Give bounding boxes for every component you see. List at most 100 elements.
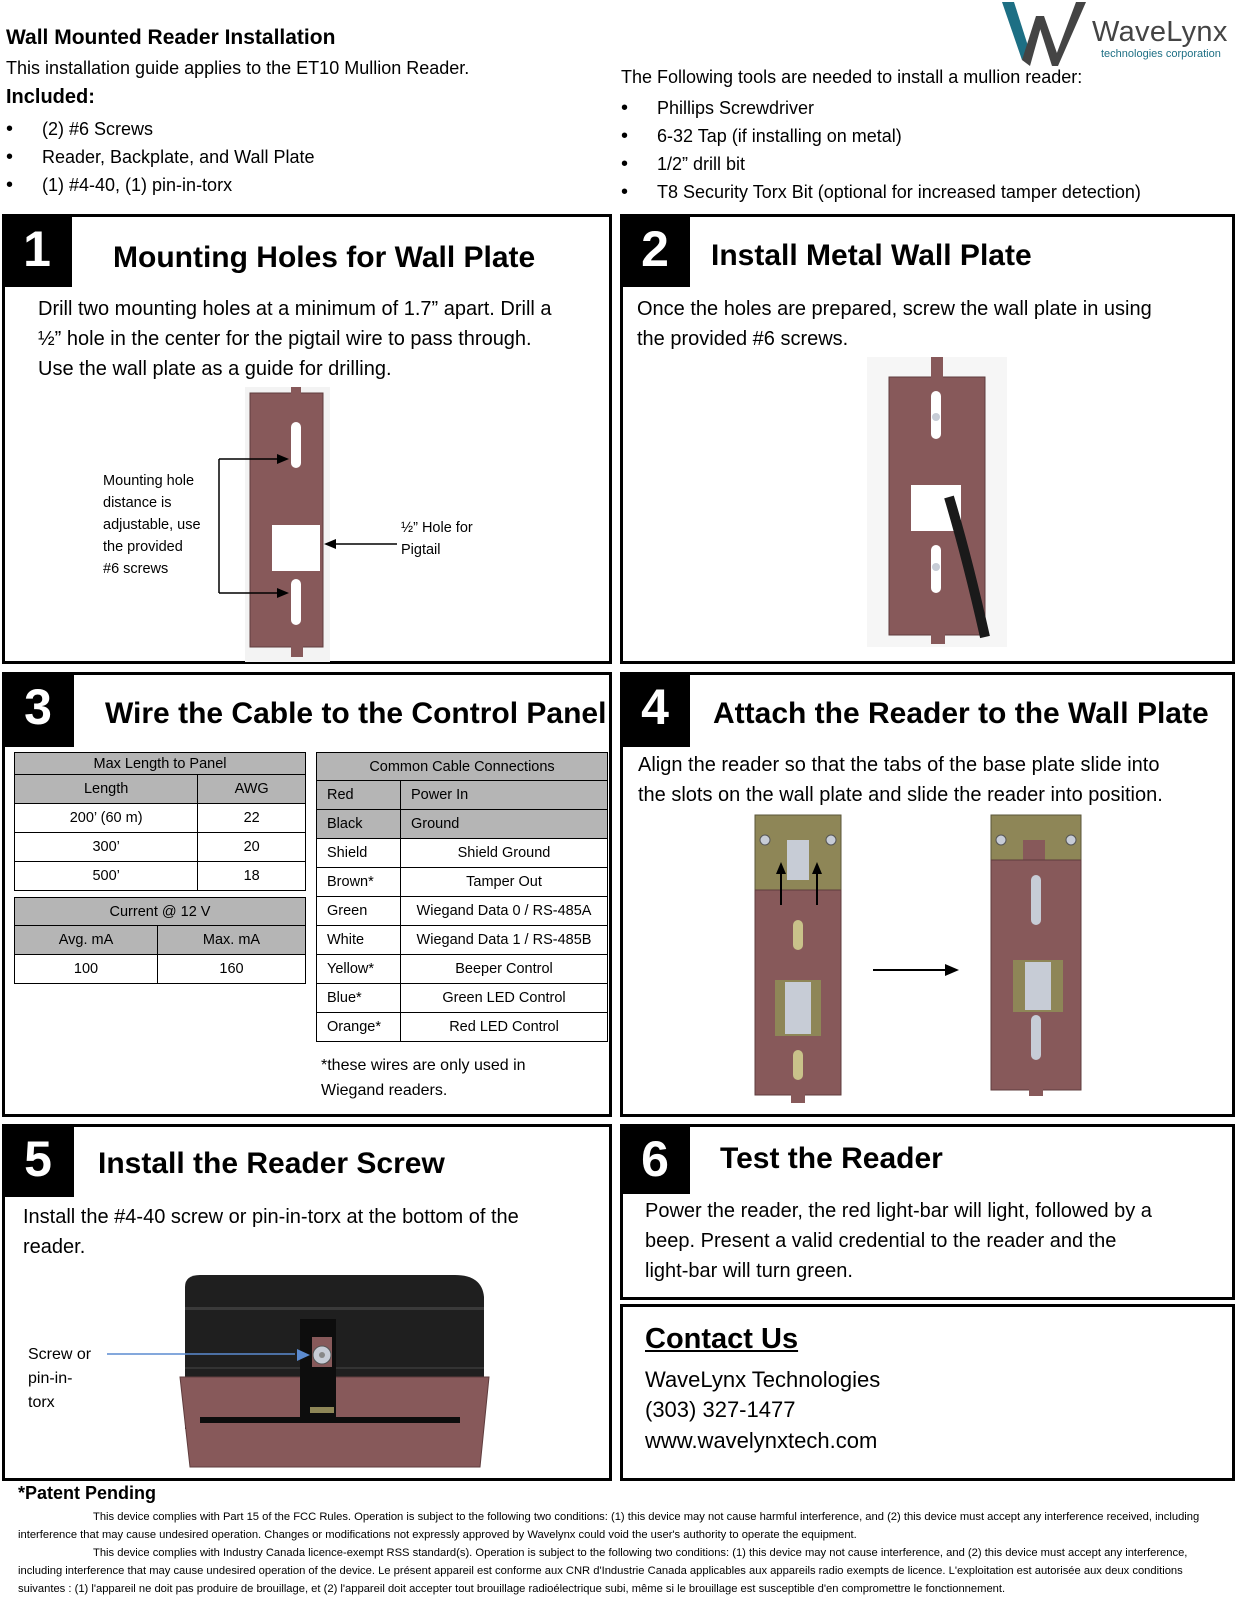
- section-1: 1 Mounting Holes for Wall Plate Drill tw…: [2, 214, 612, 664]
- body-line: reader.: [23, 1236, 86, 1258]
- logo-tagline: technologies corporation: [1101, 48, 1221, 60]
- table-row: Yellow*Beeper Control: [316, 954, 608, 984]
- section-2: 2 Install Metal Wall Plate Once the hole…: [620, 214, 1235, 664]
- table-cell: Brown*: [316, 867, 401, 897]
- included-list: (2) #6 Screws Reader, Backplate, and Wal…: [5, 115, 315, 199]
- callout-mounting-hole: Mounting hole distance is adjustable, us…: [103, 470, 201, 580]
- table-cell: 20: [197, 832, 306, 862]
- step-number: 3: [2, 672, 74, 747]
- section-title: Install Metal Wall Plate: [711, 239, 1032, 272]
- section-body: Power the reader, the red light-bar will…: [645, 1196, 1152, 1286]
- table-cell: White: [316, 925, 401, 955]
- reader-screw-diagram: [107, 1275, 490, 1468]
- contact-website-link[interactable]: www.wavelynxtech.com: [645, 1428, 878, 1453]
- table-cell: Beeper Control: [400, 954, 608, 984]
- note-line: *these wires are only used in: [321, 1057, 526, 1074]
- callout-screw: Screw or pin-in- torx: [28, 1343, 91, 1415]
- callout-pigtail-hole: ½” Hole for Pigtail: [401, 517, 473, 561]
- section-3: 3 Wire the Cable to the Control Panel Ma…: [2, 672, 612, 1117]
- page-title: Wall Mounted Reader Installation: [6, 26, 336, 49]
- table-row: Brown*Tamper Out: [316, 867, 608, 897]
- body-line: Power the reader, the red light-bar will…: [645, 1200, 1152, 1222]
- list-item: 1/2” drill bit: [620, 150, 1141, 178]
- table-cell: Wiegand Data 1 / RS-485B: [400, 925, 608, 955]
- table-cell: Green LED Control: [400, 983, 608, 1013]
- body-line: beep. Present a valid credential to the …: [645, 1230, 1117, 1252]
- tools-list: Phillips Screwdriver 6-32 Tap (if instal…: [620, 94, 1141, 206]
- wiegand-note: *these wires are only used in Wiegand re…: [321, 1053, 526, 1103]
- contact-phone[interactable]: (303) 327-1477: [645, 1397, 796, 1422]
- body-line: Once the holes are prepared, screw the w…: [637, 298, 1152, 320]
- table-cell: Tamper Out: [400, 867, 608, 897]
- wall-plate-diagram: [218, 387, 397, 662]
- table-cell: Yellow*: [316, 954, 401, 984]
- table-cell: 22: [197, 803, 306, 833]
- table-cell: Red: [316, 780, 401, 810]
- body-line: Install the #4-40 screw or pin-in-torx a…: [23, 1206, 519, 1228]
- table-cell: Blue*: [316, 983, 401, 1013]
- callout-line: adjustable, use: [103, 517, 201, 533]
- fcc-compliance-text: This device complies with Part 15 of the…: [18, 1511, 1200, 1541]
- list-item: (2) #6 Screws: [5, 115, 315, 143]
- column-header: Length: [13, 774, 199, 804]
- callout-line: #6 screws: [103, 561, 169, 577]
- callout-line: torx: [28, 1394, 55, 1411]
- body-line: Use the wall plate as a guide for drilli…: [38, 358, 392, 380]
- section-title: Mounting Holes for Wall Plate: [113, 241, 536, 274]
- ic-compliance-text: This device complies with Industry Canad…: [18, 1547, 1188, 1595]
- step-number: 6: [620, 1124, 690, 1194]
- table-cell: Shield Ground: [400, 838, 608, 868]
- logo-wordmark: WaveLynx: [1092, 16, 1228, 48]
- table-cell: Power In: [400, 780, 608, 810]
- table-caption: Common Cable Connections: [316, 752, 608, 781]
- step-number: 5: [2, 1124, 74, 1197]
- callout-line: Mounting hole: [103, 473, 195, 489]
- body-line: the provided #6 screws.: [637, 328, 849, 350]
- column-header: Max. mA: [156, 925, 307, 955]
- section-body: Install the #4-40 screw or pin-in-torx a…: [23, 1202, 519, 1262]
- table-row: Blue*Green LED Control: [316, 983, 608, 1013]
- callout-line: ½” Hole for: [401, 520, 473, 536]
- table-row: 300’20: [13, 832, 306, 862]
- wavelynx-logo-icon: [1002, 2, 1086, 66]
- table-cell: Ground: [400, 809, 608, 839]
- section-body: Align the reader so that the tabs of the…: [638, 750, 1163, 810]
- table-cell: Black: [316, 809, 401, 839]
- table-cell: Shield: [316, 838, 401, 868]
- installed-wall-plate-diagram: [867, 357, 1007, 647]
- step-number: 1: [2, 214, 72, 287]
- table-cell: Red LED Control: [400, 1012, 608, 1042]
- table-cell: 160: [156, 954, 307, 984]
- callout-line: the provided: [103, 539, 183, 555]
- callout-line: Screw or: [28, 1346, 92, 1363]
- list-item: Phillips Screwdriver: [620, 94, 1141, 122]
- table-cell: Wiegand Data 0 / RS-485A: [400, 896, 608, 926]
- table-cell: 300’: [13, 832, 199, 862]
- callout-line: Pigtail: [401, 542, 441, 558]
- tools-intro: The Following tools are needed to instal…: [621, 67, 1083, 87]
- table-row: 200’ (60 m)22: [13, 803, 306, 833]
- table-row: Orange*Red LED Control: [316, 1012, 608, 1042]
- list-item: Reader, Backplate, and Wall Plate: [5, 143, 315, 171]
- table-cell: Orange*: [316, 1012, 401, 1042]
- body-line: the slots on the wall plate and slide th…: [638, 784, 1163, 806]
- note-line: Wiegand readers.: [321, 1082, 448, 1099]
- section-5: 5 Install the Reader Screw Install the #…: [2, 1124, 612, 1481]
- step-number: 4: [620, 672, 690, 747]
- table-cell: 100: [14, 954, 158, 984]
- contact-heading: Contact Us: [645, 1323, 799, 1355]
- callout-line: pin-in-: [28, 1370, 73, 1387]
- reader-attach-diagram: [754, 814, 1082, 1103]
- callout-line: distance is: [103, 495, 172, 511]
- section-title: Wire the Cable to the Control Panel: [105, 697, 607, 730]
- table-cell: 18: [197, 861, 306, 891]
- body-line: Drill two mounting holes at a minimum of…: [38, 298, 552, 320]
- column-header: Avg. mA: [14, 925, 158, 955]
